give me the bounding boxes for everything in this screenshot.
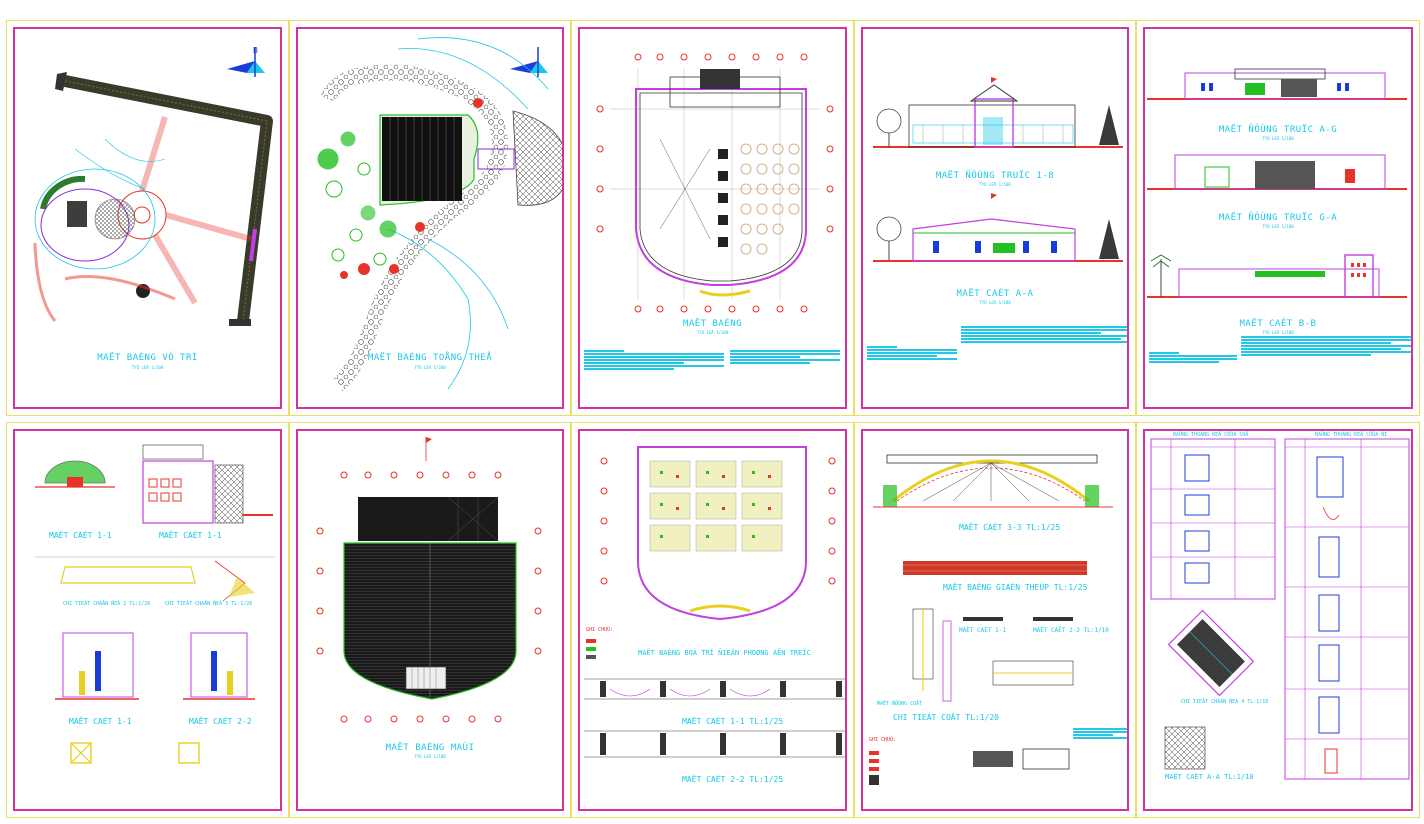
master-plan-drawing xyxy=(317,37,562,392)
general-notes xyxy=(961,325,1127,344)
sheet-title-c: MAËT CAÉT 2-2 TL:1/25 xyxy=(682,775,784,784)
drawing-frame: MAËT BAÈNG TOÅNG THEÅ TYÛ LEÄ 1/200 xyxy=(296,27,564,409)
elevations-drawing xyxy=(1147,68,1407,298)
schedule-drawing xyxy=(1150,438,1410,780)
sheet-scale-a: TYÛ LEÄ 1/100 xyxy=(1262,136,1294,141)
drawing-frame: MAËT BAÈNG TYÛ LEÄ 1/100 xyxy=(578,27,847,409)
sheet-master-plan: MAËT BAÈNG TOÅNG THEÅ TYÛ LEÄ 1/200 xyxy=(289,20,571,416)
sheet-scale-b: TYÛ LEÄ 1/100 xyxy=(1262,224,1294,229)
general-notes-2 xyxy=(1149,351,1237,364)
drawing-frame: MAËT CAÉT 3-3 TL:1/25 MAËT BAÈNG GIAÈN T… xyxy=(861,429,1129,811)
sheet-title-b: MAËT CAÉT A-A xyxy=(956,289,1034,299)
sheet-truss-details: MAËT CAÉT 3-3 TL:1/25 MAËT BAÈNG GIAÈN T… xyxy=(854,422,1136,818)
drawing-frame: GHI CHUÙ: MAËT BAÈNG BOÁ TRÍ ÑIEÄN PHOØN… xyxy=(578,429,847,811)
section-title-f: MAËT CAÉT 2-2 xyxy=(189,717,252,726)
sheet-roof-plan: MAËT BAÈNG MAÙI TYÛ LEÄ 1/100 xyxy=(289,422,571,818)
sheet-electrical: GHI CHUÙ: MAËT BAÈNG BOÁ TRÍ ÑIEÄN PHOØN… xyxy=(571,422,854,818)
general-notes xyxy=(584,349,724,371)
tree-icon xyxy=(1150,254,1172,297)
tree-icon xyxy=(876,105,1119,261)
schedule-title-b: BAÛNG THOÁNG KEÂ CÖÛA ÑI xyxy=(1315,432,1388,438)
floor-plan-drawing xyxy=(596,53,834,313)
site-location-drawing: B xyxy=(33,46,273,326)
sheet-scale-b: TYÛ LEÄ 1/100 xyxy=(979,300,1011,305)
sheet-title: MAËT BAÈNG MAÙI xyxy=(385,743,475,753)
general-notes-2 xyxy=(730,349,840,365)
sheet-title: MAËT BAÈNG xyxy=(682,319,743,329)
cross-box-icon xyxy=(70,742,92,764)
sheet-title-e: MAËT ÑÖÙNG COÄT xyxy=(877,701,923,707)
drawing-frame: MAËT CAÉT 1-1 MAËT CAÉT 1-1 CHI TIEÁT CH… xyxy=(13,429,282,811)
schedule-title-a: BAÛNG THOÁNG KEÂ CÖÛA SOÅ xyxy=(1173,432,1249,438)
detail-title-d: CHI TIEÁT CHAÂN ÑEÁ 3 TL:1/20 xyxy=(165,601,253,607)
truss-details-drawing xyxy=(869,454,1113,785)
sheet-title-a: MAËT ÑÖÙNG TRUÏC A-G xyxy=(1218,125,1338,135)
elevation-drawing xyxy=(873,77,1123,262)
sheet-title-b: MAËT CAÉT 1-1 TL:1/25 xyxy=(682,717,784,726)
sheet-title: MAËT BAÈNG TOÅNG THEÅ xyxy=(367,353,493,363)
sheet-title-a: MAËT ÑÖÙNG TRUÏC 1-8 xyxy=(935,171,1055,181)
sheet-scale: TYÛ LEÄ 1/200 xyxy=(131,365,164,370)
sheet-title-d: MAËT CAÉT 2-2 TL:1/10 xyxy=(1033,627,1109,634)
drawing-frame: B xyxy=(13,27,282,409)
empty-box-icon xyxy=(178,742,200,764)
sheet-scale: TYÛ LEÄ 1/200 xyxy=(414,365,446,370)
sheet-sections-details: MAËT CAÉT 1-1 MAËT CAÉT 1-1 CHI TIEÁT CH… xyxy=(6,422,289,818)
section-title-c: MAËT CAÉT A-A TL:1/10 xyxy=(1165,773,1254,781)
sheet-title-a: MAËT CAÉT 3-3 TL:1/25 xyxy=(959,523,1061,532)
sheet-scale-a: TYÛ LEÄ 1/100 xyxy=(979,182,1011,187)
sheet-title-c: MAËT CAÉT B-B xyxy=(1239,319,1317,329)
drawing-frame: BAÛNG THOÁNG KEÂ CÖÛA SOÅ BAÛNG THOÁNG K… xyxy=(1143,429,1413,811)
drawing-frame: MAËT ÑÖÙNG TRUÏC 1-8 TYÛ LEÄ 1/100 MAËT … xyxy=(861,27,1129,409)
sheet-site-location: B xyxy=(6,20,289,416)
sections-details-drawing xyxy=(35,444,275,764)
general-notes xyxy=(1241,335,1411,357)
sheet-title-f: CHI TIEÁT COÄT TL:1/20 xyxy=(893,713,999,722)
general-notes-2 xyxy=(867,345,957,361)
svg-text:B: B xyxy=(253,46,258,55)
detail-title-c: CHI TIEÁT CHAÂN ÑEÁ 2 TL:1/20 xyxy=(63,601,151,607)
sheet-title: MAËT BAÈNG VÒ TRÍ xyxy=(97,353,198,363)
general-notes xyxy=(1073,727,1127,740)
sheet-scale: TYÛ LEÄ 1/100 xyxy=(696,330,729,335)
drawing-frame: MAËT ÑÖÙNG TRUÏC A-G TYÛ LEÄ 1/100 MAËT … xyxy=(1143,27,1413,409)
north-arrow-icon: B xyxy=(227,46,265,77)
north-arrow-icon xyxy=(510,47,548,77)
section-title-a: MAËT CAÉT 1-1 xyxy=(49,531,112,540)
sheet-title-a: MAËT BAÈNG BOÁ TRÍ ÑIEÄN PHOØNG AÊN TREÏ… xyxy=(638,649,811,657)
legend-label: GHI CHUÙ: xyxy=(869,737,897,743)
sheet-elevation-section: MAËT ÑÖÙNG TRUÏC 1-8 TYÛ LEÄ 1/100 MAËT … xyxy=(854,20,1136,416)
sheet-elevations: MAËT ÑÖÙNG TRUÏC A-G TYÛ LEÄ 1/100 MAËT … xyxy=(1136,20,1420,416)
sheet-door-window-schedule: BAÛNG THOÁNG KEÂ CÖÛA SOÅ BAÛNG THOÁNG K… xyxy=(1136,422,1420,818)
sheet-scale: TYÛ LEÄ 1/100 xyxy=(414,754,446,759)
sheet-title-b: MAËT ÑÖÙNG TRUÏC G-A xyxy=(1218,213,1338,223)
sheet-title-c: MAËT CAÉT 1-1 xyxy=(959,627,1006,634)
electrical-drawing xyxy=(584,446,845,758)
legend-label: GHI CHUÙ: xyxy=(586,627,614,633)
section-title-e: MAËT CAÉT 1-1 xyxy=(69,717,132,726)
drawing-frame: MAËT BAÈNG MAÙI TYÛ LEÄ 1/100 xyxy=(296,429,564,811)
sheet-scale-c: TYÛ LEÄ 1/100 xyxy=(1262,330,1294,335)
sheet-floor-plan: MAËT BAÈNG TYÛ LEÄ 1/100 xyxy=(571,20,854,416)
detail-title-d: CHI TIEÁT CHAÂN ÑEÁ 4 TL:1/10 xyxy=(1181,699,1269,705)
section-title-b: MAËT CAÉT 1-1 xyxy=(159,531,222,540)
sheet-title-b: MAËT BAÈNG GIAÈN THEÙP TL:1/25 xyxy=(943,583,1088,592)
roof-plan-drawing xyxy=(316,437,542,723)
tree-icon xyxy=(317,131,397,266)
